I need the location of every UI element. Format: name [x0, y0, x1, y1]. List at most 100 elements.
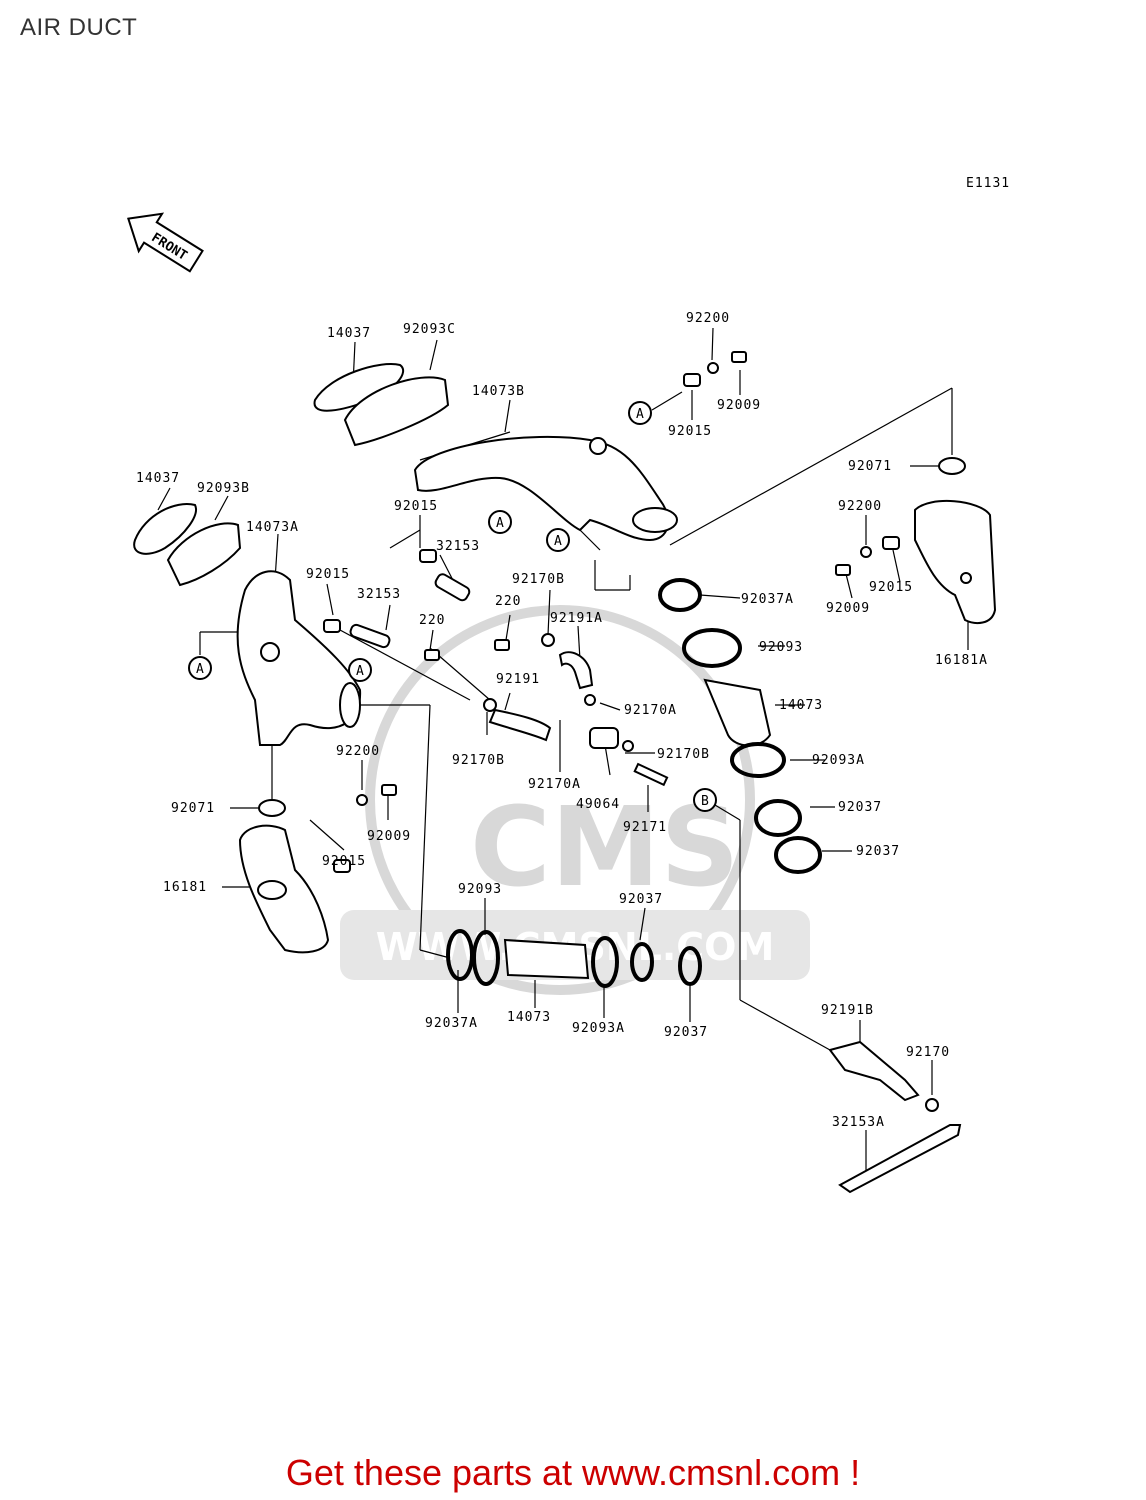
label-14073-bottom: 14073 [507, 1010, 551, 1025]
label-220-a: 220 [495, 594, 521, 609]
label-92191B: 92191B [821, 1003, 874, 1018]
label-14037-left: 14037 [136, 471, 180, 486]
callout-a-3: A [554, 534, 563, 549]
label-92200-top: 92200 [686, 311, 730, 326]
part-labels: 14037 92093C 14073B 92200 92009 92015 92… [136, 311, 988, 1130]
grommet-92071-right [938, 457, 966, 475]
seal-92093A-bottom [591, 936, 619, 988]
grommet-92071-left [258, 799, 286, 817]
label-92037-bottom-1: 92037 [619, 892, 663, 907]
label-92037A-bottom: 92037A [425, 1016, 478, 1031]
clamp-92037A-bottom [446, 929, 474, 981]
label-92015-top: 92015 [668, 424, 712, 439]
collar-92015-top [683, 373, 701, 387]
label-92037A-right: 92037A [741, 592, 794, 607]
label-92093B: 92093B [197, 481, 250, 496]
label-92170B-right: 92170B [657, 747, 710, 762]
tank-16181A [914, 499, 997, 624]
label-92170: 92170 [906, 1045, 950, 1060]
callout-a-1: A [636, 407, 645, 422]
label-14073B: 14073B [472, 384, 525, 399]
parts [133, 351, 997, 1194]
callout-a-5: A [356, 664, 365, 679]
label-92037-bottom-2: 92037 [664, 1025, 708, 1040]
seal-92093-right [682, 628, 742, 668]
label-32153-left: 32153 [357, 587, 401, 602]
collar-92015-mid2 [323, 619, 341, 633]
label-92015-mid: 92015 [394, 499, 438, 514]
label-16181A: 16181A [935, 653, 988, 668]
callout-a-2: A [496, 516, 505, 531]
diagram-code: E1131 [966, 176, 1011, 191]
page-title: AIR DUCT [20, 14, 138, 41]
label-16181: 16181 [163, 880, 207, 895]
footer-call-to-action[interactable]: Get these parts at www.cmsnl.com ! [285, 1452, 861, 1493]
label-92015-right: 92015 [869, 580, 913, 595]
label-92009-right: 92009 [826, 601, 870, 616]
label-92093A-bottom: 92093A [572, 1021, 625, 1036]
pipe-32153A [838, 1124, 962, 1194]
label-92071-right: 92071 [848, 459, 892, 474]
duct-14073B [413, 435, 670, 542]
callout-a-4: A [196, 662, 205, 677]
clamp-92037-right-1 [754, 799, 802, 837]
clamp-92037A-right [658, 578, 702, 612]
tube-14073-bottom [503, 938, 590, 980]
label-92191: 92191 [496, 672, 540, 687]
label-92037-right-1: 92037 [838, 800, 882, 815]
exploded-parts-diagram: CMS WWW.CMSNL.COM FRONT [127, 212, 997, 1194]
label-49064: 49064 [576, 797, 620, 812]
bolt-92009-right [835, 564, 851, 576]
leader-lines [157, 327, 969, 1175]
label-14073-right: 14073 [779, 698, 823, 713]
clamp-92037-right-2 [774, 836, 822, 874]
tube-14073-right [703, 678, 772, 747]
label-32153-top: 32153 [436, 539, 480, 554]
collar-92015-right [882, 536, 900, 550]
front-arrow: FRONT [127, 212, 204, 273]
fitting-32153-left [349, 623, 391, 649]
bolt-92009-top [731, 351, 747, 363]
callout-b: B [701, 794, 710, 809]
label-92009-top: 92009 [717, 398, 761, 413]
clamp-92037-bottom-2 [678, 946, 702, 986]
label-92071-left: 92071 [171, 801, 215, 816]
bolt-92009-left [381, 784, 397, 796]
filter-band-92093B [166, 522, 242, 587]
label-92171: 92171 [623, 820, 667, 835]
filter-14037-upper [313, 363, 405, 412]
collar-92015-mid [419, 549, 437, 563]
label-92200-left: 92200 [336, 744, 380, 759]
label-92015-bottom: 92015 [322, 854, 366, 869]
label-92170B-top: 92170B [512, 572, 565, 587]
label-92037-right-2: 92037 [856, 844, 900, 859]
label-220-b: 220 [419, 613, 445, 628]
hose-92191B [828, 1040, 920, 1102]
label-92170A-right: 92170A [624, 703, 677, 718]
filter-14037-left [133, 503, 197, 555]
label-92009-left: 92009 [367, 829, 411, 844]
clamp-92037-bottom-1 [630, 942, 654, 982]
label-92093-right: 92093 [759, 640, 803, 655]
label-92015-left: 92015 [306, 567, 350, 582]
hose-92191 [488, 708, 552, 742]
filter-band-92093C [343, 376, 450, 447]
callouts: A A A A A B [188, 401, 717, 812]
valve-49064 [589, 727, 619, 749]
label-92093A-right: 92093A [812, 753, 865, 768]
hose-92191A [558, 651, 594, 690]
seal-92093-bottom [472, 930, 500, 986]
label-92170A-bottom: 92170A [528, 777, 581, 792]
label-32153A: 32153A [832, 1115, 885, 1130]
bracket-92171 [633, 762, 669, 787]
label-92093C: 92093C [403, 322, 456, 337]
label-92200-right: 92200 [838, 499, 882, 514]
seal-92093A-right [730, 742, 786, 778]
fitting-32153-top [434, 573, 471, 602]
label-92093-bottom: 92093 [458, 882, 502, 897]
label-92170B-left: 92170B [452, 753, 505, 768]
label-14037-top: 14037 [327, 326, 371, 341]
label-14073A: 14073A [246, 520, 299, 535]
collar-92015-left [333, 859, 351, 873]
label-92191A: 92191A [550, 611, 603, 626]
